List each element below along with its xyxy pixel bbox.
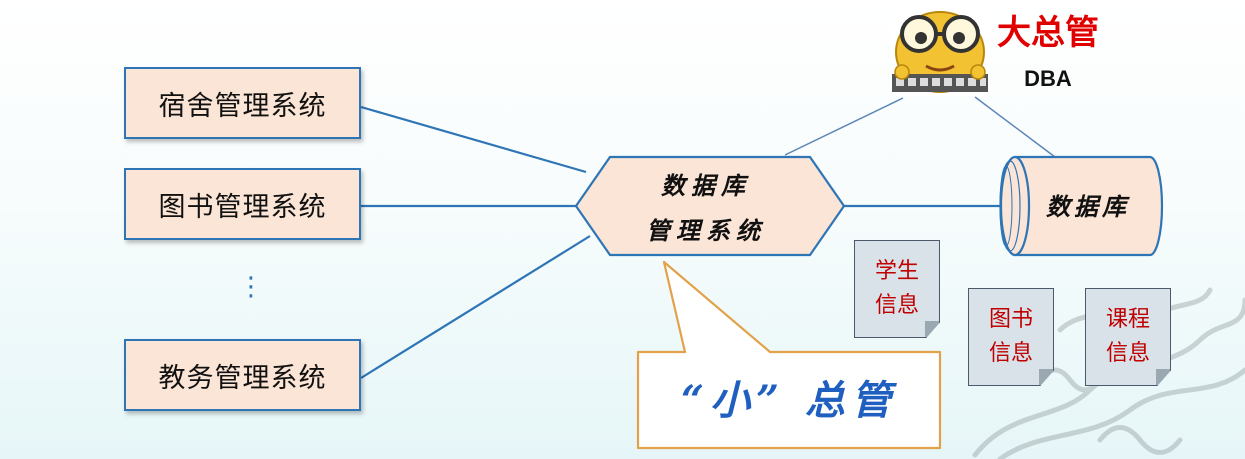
connector-dba-database (974, 96, 1056, 158)
dbms-node: 数据库 管理系统 (574, 155, 846, 257)
database-label: 数据库 (1046, 192, 1130, 221)
callout-text: “小” 总管 (681, 377, 897, 424)
dorm-system-label: 宿舍管理系统 (158, 90, 327, 122)
student-info-document: 学生 信息 (854, 240, 940, 338)
dbms-label-line1: 数据库 (661, 171, 751, 200)
student-info-line1: 学生 (874, 259, 919, 284)
connector-academic-dbms (360, 235, 591, 379)
more-systems-ellipsis: ⋮ (238, 272, 264, 302)
book-info-document: 图书 信息 (968, 288, 1054, 386)
academic-system-label: 教务管理系统 (158, 362, 327, 394)
dba-subtitle: DBA (1024, 66, 1072, 91)
connector-lines (360, 105, 1005, 379)
book-info-line2: 信息 (988, 341, 1033, 366)
connector-dba-dbms (784, 97, 904, 156)
course-info-line2: 信息 (1105, 341, 1150, 366)
course-info-document: 课程 信息 (1085, 288, 1171, 386)
small-manager-callout: “小” 总管 (636, 260, 942, 450)
book-info-line1: 图书 (988, 307, 1033, 332)
academic-system-box: 教务管理系统 (124, 339, 361, 411)
library-system-box: 图书管理系统 (124, 168, 361, 240)
dorm-system-box: 宿舍管理系统 (124, 67, 361, 139)
glasses-face-icon (890, 6, 990, 96)
dba-title: 大总管 (997, 14, 1099, 52)
database-cylinder: 数据库 (999, 155, 1164, 257)
student-info-line2: 信息 (874, 293, 919, 318)
dba-connector-lines (784, 96, 1056, 158)
course-info-line1: 课程 (1105, 307, 1150, 332)
connector-dorm-dbms (360, 105, 587, 174)
dbms-label-line2: 管理系统 (646, 216, 766, 245)
library-system-label: 图书管理系统 (158, 191, 327, 223)
